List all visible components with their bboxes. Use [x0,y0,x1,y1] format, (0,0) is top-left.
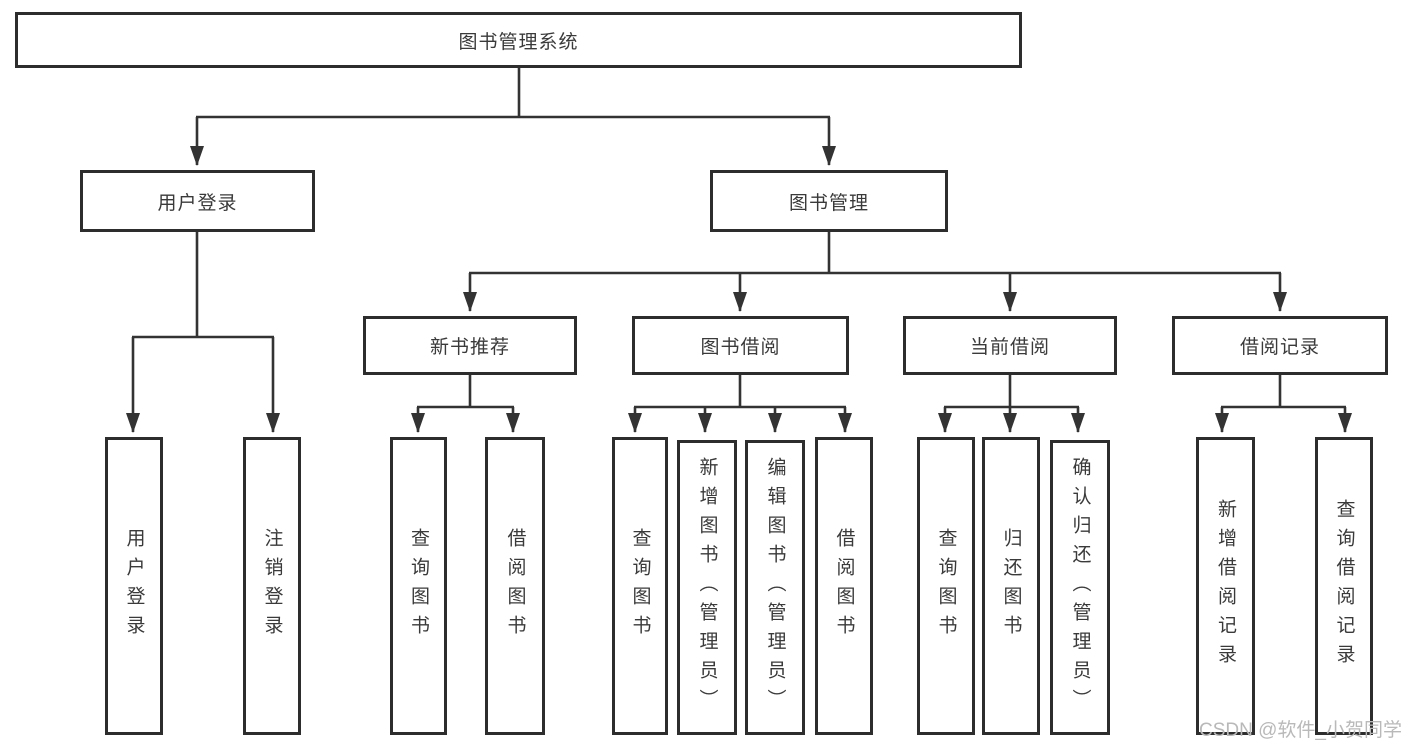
leaf-add-record: 新增借阅记录 [1196,437,1255,735]
leaf-add-book-label: 新增图书（管理员） [696,457,718,718]
leaf-borrow-book-1: 借阅图书 [485,437,545,735]
node-book-mgmt-label: 图书管理 [788,192,869,214]
node-new-book-rec: 新书推荐 [363,316,577,375]
leaf-query-book-1-label: 查询图书 [408,528,429,644]
node-current-borrow-label: 当前借阅 [969,337,1050,358]
leaf-query-book-2: 查询图书 [612,437,668,735]
leaf-return-book-label: 归还图书 [1000,528,1022,644]
leaf-logout: 注销登录 [243,437,301,735]
node-user-login-label: 用户登录 [157,192,238,214]
node-book-borrow: 图书借阅 [632,316,849,375]
leaf-edit-book-label: 编辑图书（管理员） [764,457,786,718]
leaf-query-book-2-label: 查询图书 [629,528,651,644]
leaf-query-book-3: 查询图书 [917,437,975,735]
leaf-return-book: 归还图书 [982,437,1040,735]
leaf-borrow-book-2-label: 借阅图书 [833,528,855,644]
leaf-add-record-label: 新增借阅记录 [1215,499,1236,673]
node-borrow-records: 借阅记录 [1172,316,1388,375]
leaf-confirm-return: 确认归还（管理员） [1050,440,1110,735]
leaf-query-record: 查询借阅记录 [1315,437,1373,735]
leaf-user-login: 用户登录 [105,437,163,735]
node-book-mgmt: 图书管理 [710,170,948,232]
leaf-confirm-return-label: 确认归还（管理员） [1069,457,1091,718]
node-new-book-rec-label: 新书推荐 [429,337,510,358]
node-root-label: 图书管理系统 [458,31,579,53]
leaf-query-book-1: 查询图书 [390,437,447,735]
node-book-borrow-label: 图书借阅 [700,337,781,358]
leaf-user-login-label: 用户登录 [123,528,145,644]
leaf-borrow-book-2: 借阅图书 [815,437,873,735]
leaf-query-book-3-label: 查询图书 [935,528,957,644]
leaf-query-record-label: 查询借阅记录 [1333,499,1355,673]
node-current-borrow: 当前借阅 [903,316,1117,375]
leaf-logout-label: 注销登录 [261,528,283,644]
leaf-edit-book: 编辑图书（管理员） [745,440,805,735]
leaf-add-book: 新增图书（管理员） [677,440,737,735]
node-user-login: 用户登录 [80,170,315,232]
leaf-borrow-book-1-label: 借阅图书 [504,528,526,644]
node-borrow-records-label: 借阅记录 [1239,337,1320,358]
node-root: 图书管理系统 [15,12,1022,68]
